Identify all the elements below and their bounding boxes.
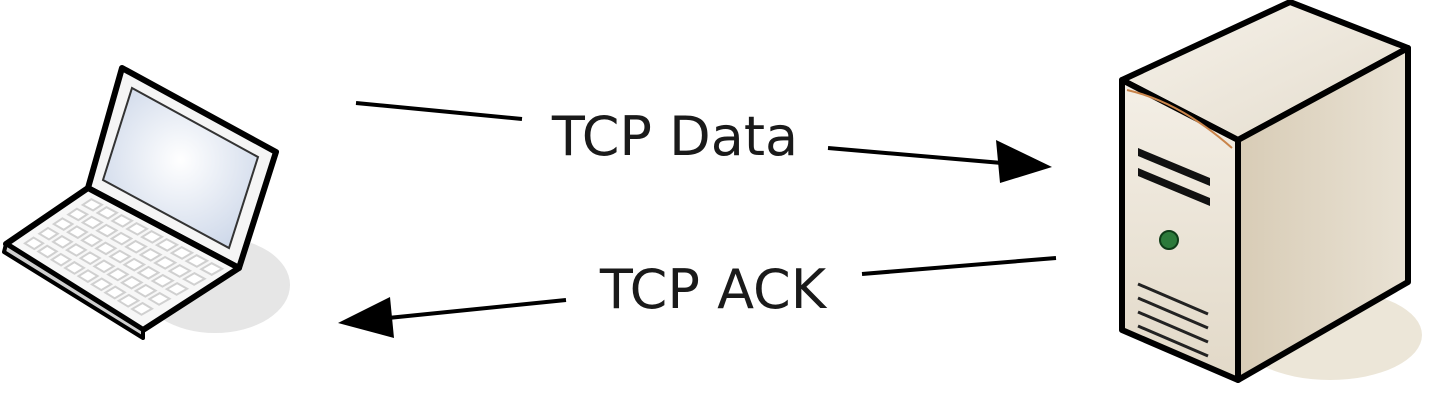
laptop-key xyxy=(80,197,104,212)
laptop-screen xyxy=(101,86,260,250)
laptop-key xyxy=(95,205,119,220)
laptop-key xyxy=(76,269,100,284)
laptop-key xyxy=(92,259,116,274)
laptop-key xyxy=(199,262,225,276)
laptop-key xyxy=(94,241,118,256)
laptop-key xyxy=(138,247,163,262)
laptop-key xyxy=(125,221,150,236)
laptop-key xyxy=(108,249,132,264)
laptop-key xyxy=(80,215,104,230)
edge-tcp-ack: TCP ACK xyxy=(338,256,1057,338)
laptop-key xyxy=(109,231,134,246)
server-side xyxy=(1235,45,1411,383)
edge-tcp-data-arrowhead xyxy=(996,140,1052,183)
laptop-key xyxy=(122,257,147,272)
laptop-key xyxy=(116,293,141,308)
laptop-key xyxy=(136,265,161,280)
laptop-key xyxy=(64,243,88,257)
server-drive-bay-1 xyxy=(1138,148,1210,186)
laptop-key xyxy=(140,230,165,244)
edge-tcp-ack-label: TCP ACK xyxy=(599,258,828,321)
laptop-key xyxy=(103,285,127,300)
laptop-icon xyxy=(2,65,290,340)
server-vents xyxy=(1137,282,1209,358)
laptop-key xyxy=(37,226,60,241)
laptop-key xyxy=(106,267,130,282)
laptop-key xyxy=(89,277,114,292)
laptop-key xyxy=(66,207,90,222)
laptop-key xyxy=(36,244,59,259)
laptop-key xyxy=(110,213,134,228)
laptop-key xyxy=(63,260,86,275)
edge-tcp-ack-line-end xyxy=(387,298,567,320)
edge-tcp-data-line-end xyxy=(827,146,1003,165)
laptop-key xyxy=(169,246,195,260)
edge-tcp-ack-line-start xyxy=(861,256,1057,276)
laptop-key xyxy=(66,225,89,240)
laptop-key xyxy=(150,273,175,288)
laptop-key xyxy=(95,223,119,238)
laptop-key xyxy=(147,291,172,306)
laptop-key xyxy=(124,239,148,254)
laptop-key xyxy=(130,301,155,316)
laptop-key xyxy=(51,234,74,249)
laptop-key xyxy=(181,272,207,286)
server-tower-icon xyxy=(1119,0,1422,383)
laptop-keyboard xyxy=(23,197,225,316)
laptop-key xyxy=(184,254,210,268)
laptop-key xyxy=(164,281,190,296)
edge-tcp-data-line-start xyxy=(355,101,523,121)
edge-tcp-ack-arrowhead xyxy=(338,297,394,338)
laptop-key xyxy=(133,283,158,298)
laptop-key xyxy=(49,252,73,267)
server-vent-line xyxy=(1137,310,1209,344)
server-front-accent xyxy=(1126,89,1233,149)
edge-tcp-data: TCP Data xyxy=(355,101,1052,183)
server-drive-bay-2 xyxy=(1138,168,1210,206)
laptop-key xyxy=(167,263,193,278)
laptop-base-edge xyxy=(2,242,145,340)
laptop-key xyxy=(153,255,178,270)
laptop-key xyxy=(80,233,104,248)
server-vent-line xyxy=(1137,282,1209,316)
laptop-key xyxy=(51,217,75,231)
laptop-key xyxy=(78,251,102,266)
laptop-key xyxy=(119,275,144,290)
server-vent-line xyxy=(1137,296,1209,330)
laptop-key xyxy=(154,238,180,252)
server-power-led xyxy=(1159,230,1179,250)
server-vent-line xyxy=(1137,324,1209,358)
edge-tcp-data-label: TCP Data xyxy=(551,105,798,168)
laptop-key xyxy=(23,236,45,251)
